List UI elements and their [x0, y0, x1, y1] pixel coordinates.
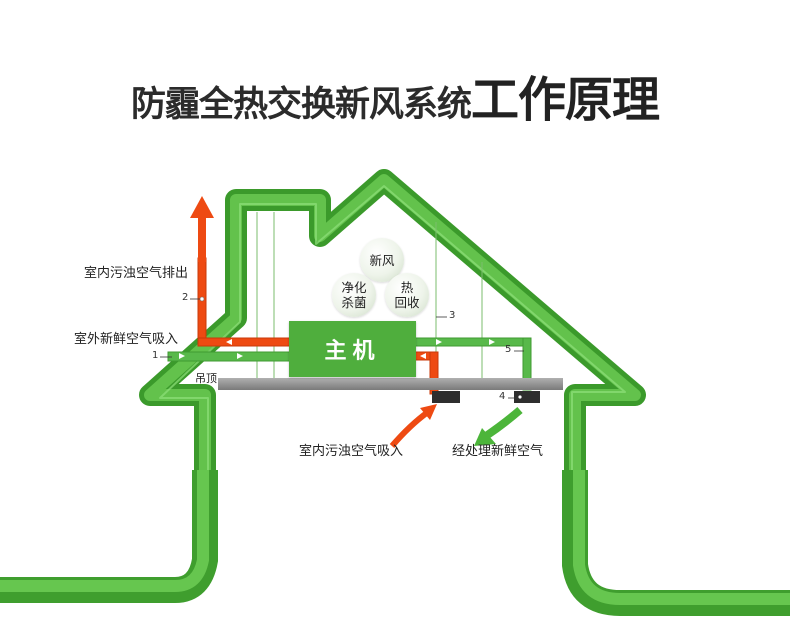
intake-arrow [389, 409, 430, 448]
number-5: 5 [505, 344, 512, 355]
bubble-purify: 净化 杀菌 [332, 273, 376, 317]
label-ceiling: 吊顶 [195, 372, 217, 385]
duct-arrows [179, 339, 495, 359]
number-4: 4 [499, 391, 506, 402]
ground-ribbon-left [0, 470, 218, 603]
ceiling-bar [218, 378, 563, 390]
bubble-heat-recovery: 热 回收 [385, 273, 429, 317]
title-emphasis: 工作原理 [471, 72, 660, 128]
host-unit: 主机 [289, 321, 416, 377]
label-indoor-intake: 室内污浊空气吸入 [299, 444, 404, 459]
page-title: 防霾全热交换新风系统工作原理 [0, 60, 790, 130]
number-1: 1 [152, 350, 159, 361]
title-main: 防霾全热交换新风系统 [130, 85, 472, 125]
label-treated-supply: 经处理新鲜空气 [452, 444, 544, 459]
label-fresh-in: 室外新鲜空气吸入 [74, 332, 179, 347]
supply-vent [514, 391, 540, 403]
number-3: 3 [449, 310, 456, 321]
ground-ribbon-right [562, 470, 790, 616]
number-2: 2 [182, 292, 189, 303]
label-exhaust-out: 室内污浊空气排出 [84, 266, 189, 281]
exhaust-arrow-up [190, 196, 214, 218]
intake-vent [432, 391, 460, 403]
supply-arrow [483, 406, 523, 440]
